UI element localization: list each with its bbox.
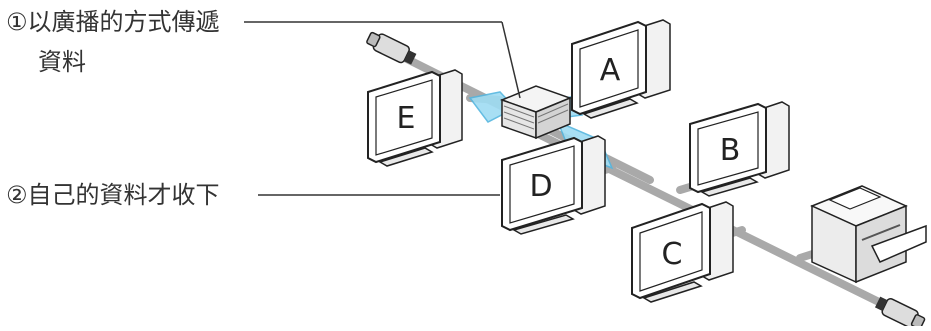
terminator-bottom: [874, 296, 926, 330]
computer-d-label: D: [529, 169, 552, 204]
computer-a: A: [571, 19, 671, 119]
broadcast-annotation-continued: 資料: [38, 48, 86, 76]
computer-a-label: A: [600, 53, 621, 88]
printer: [810, 185, 927, 284]
receive-annotation: ②自己的資料才收下: [6, 181, 220, 209]
computer-b: B: [689, 101, 790, 197]
computer-e: E: [367, 69, 463, 167]
computer-c-label: C: [662, 237, 683, 272]
terminator-top: [366, 31, 417, 65]
leader-lines: [244, 21, 521, 196]
broadcast-annotation: ①以廣播的方式傳遞: [6, 8, 220, 36]
leader-line-broadcast-tail: [501, 21, 521, 99]
computer-c: C: [631, 201, 734, 303]
computer-b-label: B: [720, 133, 741, 168]
computer-e-label: E: [397, 101, 416, 136]
computer-d: D: [501, 135, 606, 235]
hub-device: [499, 85, 573, 140]
